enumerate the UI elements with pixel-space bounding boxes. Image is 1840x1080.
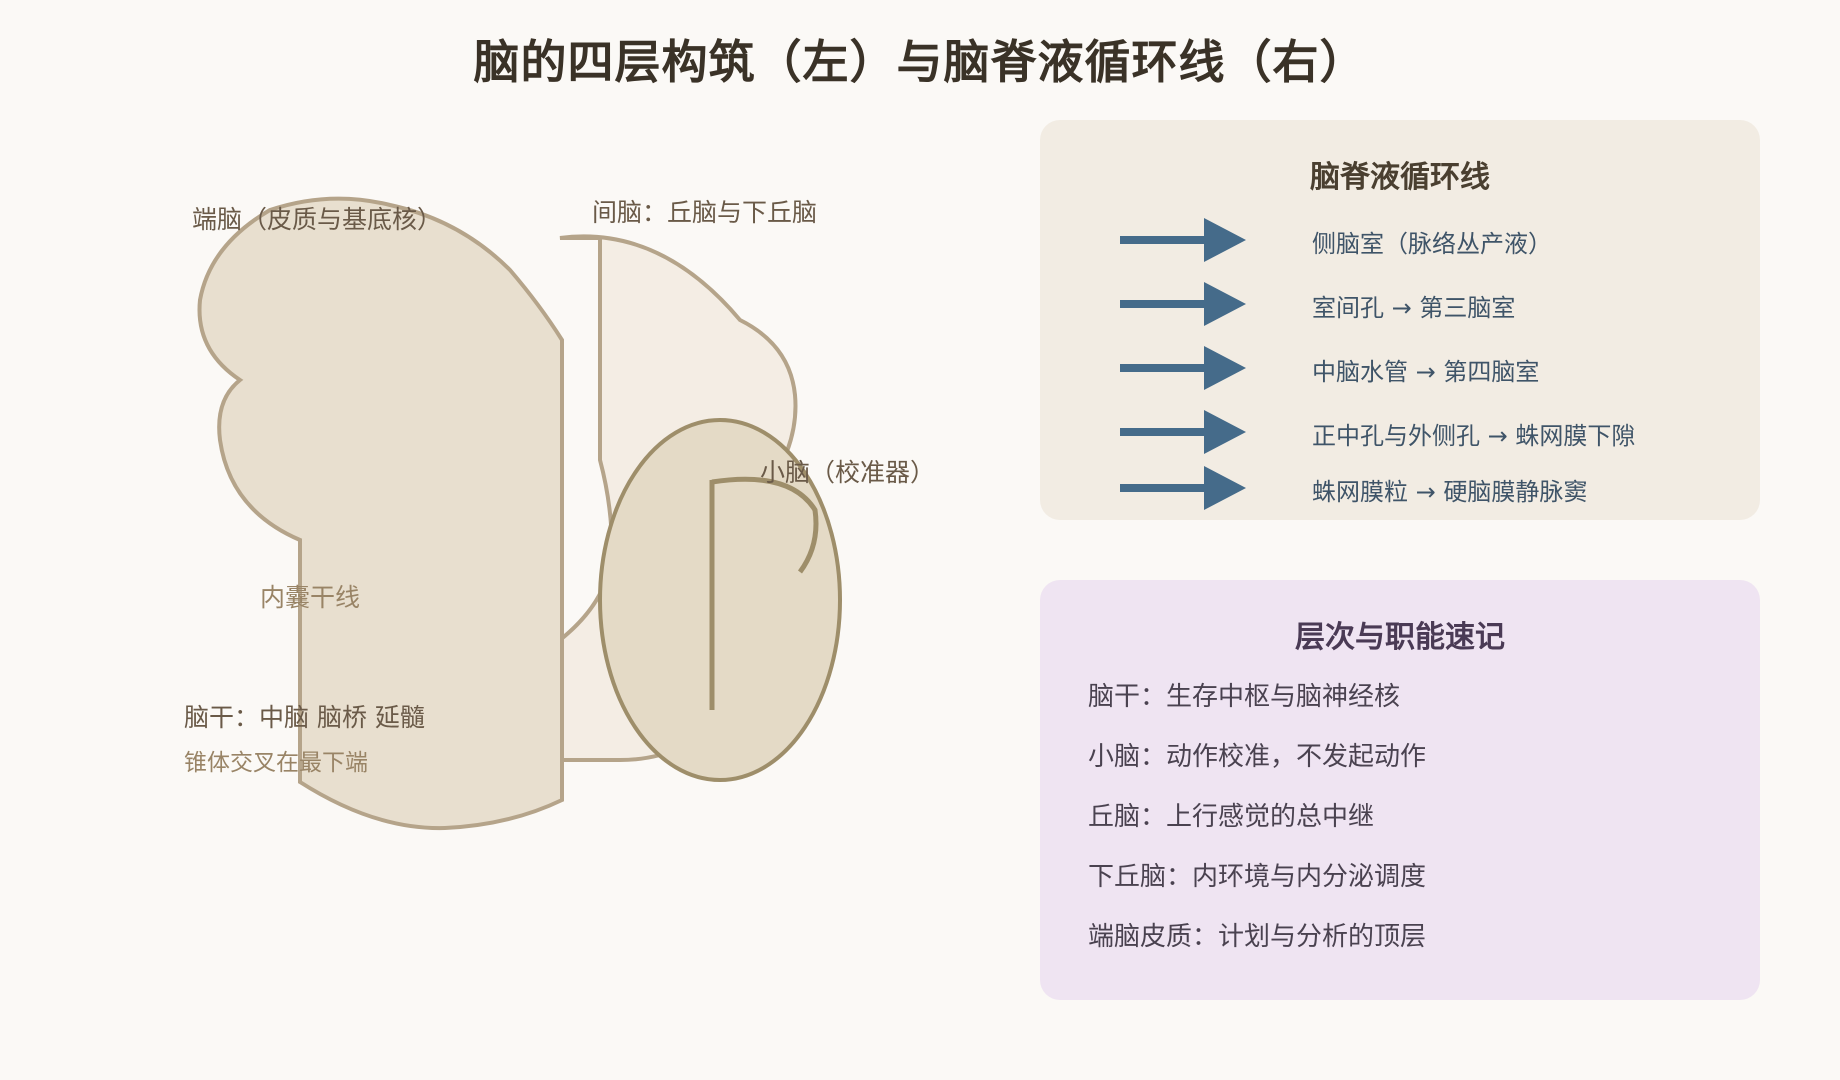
right-arrow-icon bbox=[1120, 346, 1246, 390]
function-item: 下丘脑：内环境与内分泌调度 bbox=[1088, 862, 1427, 892]
cerebellum-shape bbox=[598, 418, 842, 782]
right-arrow-icon bbox=[1120, 410, 1246, 454]
csf-panel-title: 脑脊液循环线 bbox=[1310, 160, 1490, 195]
csf-step-text: 蛛网膜粒 → 硬脑膜静脉窦 bbox=[1312, 478, 1588, 506]
brain-diagram bbox=[197, 196, 842, 831]
decussation-label: 锥体交叉在最下端 bbox=[184, 750, 368, 776]
page-title: 脑的四层构筑（左）与脑脊液循环线（右） bbox=[473, 35, 1367, 89]
right-arrow-icon bbox=[1120, 218, 1246, 262]
diencephalon-label: 间脑：丘脑与下丘脑 bbox=[592, 198, 818, 227]
csf-step: 蛛网膜粒 → 硬脑膜静脉窦 bbox=[1120, 466, 1740, 510]
csf-step-text: 正中孔与外侧孔 → 蛛网膜下隙 bbox=[1312, 422, 1636, 450]
cerebellum-label: 小脑（校准器） bbox=[760, 458, 936, 487]
right-arrow-icon bbox=[1120, 466, 1246, 510]
csf-step: 室间孔 → 第三脑室 bbox=[1120, 282, 1740, 326]
function-item: 脑干：生存中枢与脑神经核 bbox=[1088, 682, 1401, 712]
csf-circulation-panel: 脑脊液循环线 侧脑室（脉络丛产液） 室间孔 → 第三脑室 中脑水管 → 第四脑室… bbox=[1040, 120, 1760, 520]
internal-capsule-label: 内囊干线 bbox=[260, 583, 361, 612]
cerebellum-fold bbox=[711, 476, 819, 574]
csf-step-text: 室间孔 → 第三脑室 bbox=[1312, 294, 1516, 322]
csf-step: 正中孔与外侧孔 → 蛛网膜下隙 bbox=[1120, 410, 1740, 454]
function-summary-panel: 层次与职能速记 脑干：生存中枢与脑神经核 小脑：动作校准，不发起动作 丘脑：上行… bbox=[1040, 580, 1760, 1000]
csf-step: 侧脑室（脉络丛产液） bbox=[1120, 218, 1740, 262]
csf-step-text: 侧脑室（脉络丛产液） bbox=[1312, 230, 1552, 258]
right-arrow-icon bbox=[1120, 282, 1246, 326]
telencephalon-shape bbox=[197, 196, 564, 831]
function-item: 小脑：动作校准，不发起动作 bbox=[1088, 742, 1427, 772]
function-panel-title: 层次与职能速记 bbox=[1295, 620, 1505, 655]
csf-step-text: 中脑水管 → 第四脑室 bbox=[1312, 358, 1540, 386]
csf-step: 中脑水管 → 第四脑室 bbox=[1120, 346, 1740, 390]
telencephalon-label: 端脑（皮质与基底核） bbox=[192, 205, 443, 234]
brainstem-label: 脑干：中脑 脑桥 延髓 bbox=[184, 703, 425, 732]
function-item: 端脑皮质：计划与分析的顶层 bbox=[1088, 922, 1427, 952]
function-item: 丘脑：上行感觉的总中继 bbox=[1088, 802, 1375, 832]
